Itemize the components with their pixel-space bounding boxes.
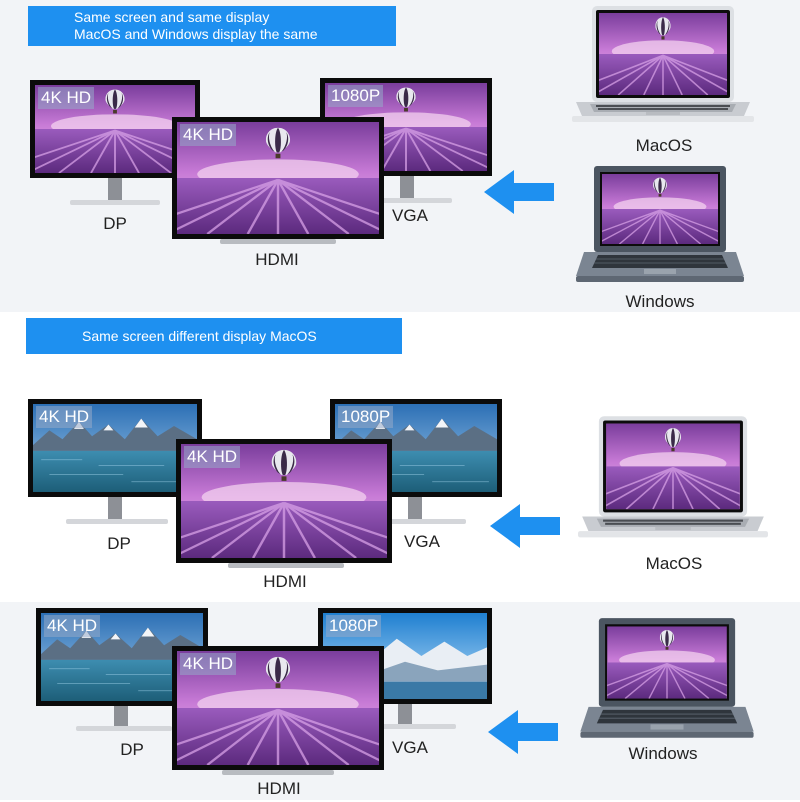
panel-same-display: Same screen and same display MacOS and W… xyxy=(0,0,800,312)
port-label-vga: VGA xyxy=(404,532,440,551)
port-label-hdmi: HDMI xyxy=(257,779,301,798)
arrow-left-icon xyxy=(490,504,560,548)
resolution-badge: 1080P xyxy=(328,85,384,107)
resolution-badge: 4K HD xyxy=(180,124,237,146)
macbook-icon xyxy=(572,4,754,132)
os-label-windows: Windows xyxy=(625,292,695,311)
hdmi-monitor: 4K HD HDMI xyxy=(176,439,392,599)
os-label-macos: MacOS xyxy=(635,136,693,155)
os-label-macos: MacOS xyxy=(645,554,703,573)
monitor-screen: 4K HD xyxy=(176,439,392,563)
panel-windows-different-display: 4K HD DP 1080P VGA 4K HD HDMI Windows xyxy=(0,602,800,800)
resolution-badge: 4K HD xyxy=(184,446,241,468)
port-label-dp: DP xyxy=(107,534,131,553)
monitor-stand-base xyxy=(70,200,160,205)
macbook-laptop: MacOS xyxy=(578,414,768,584)
monitor-stand-base xyxy=(66,519,168,524)
macbook-laptop: MacOS xyxy=(572,4,754,160)
monitor-stand-base xyxy=(220,239,336,244)
banner: Same screen and same display MacOS and W… xyxy=(28,6,396,46)
banner: Same screen different display MacOS xyxy=(26,318,402,354)
windows-laptop-icon xyxy=(576,164,744,288)
banner-line-1: Same screen and same display xyxy=(74,9,270,25)
hdmi-monitor: 4K HD HDMI xyxy=(172,646,384,802)
resolution-badge: 4K HD xyxy=(38,87,95,109)
monitor-stand-neck xyxy=(400,176,414,200)
windows-laptop-icon xyxy=(578,616,756,744)
monitor-stand-base xyxy=(76,726,172,731)
macbook-icon xyxy=(578,414,768,548)
arrow-left-icon xyxy=(488,710,558,754)
monitor-stand-neck xyxy=(108,178,122,202)
port-label-dp: DP xyxy=(120,740,144,759)
banner-line-2: MacOS and Windows display the same xyxy=(74,26,318,42)
resolution-badge: 4K HD xyxy=(36,406,93,428)
dp-monitor: 4K HD DP xyxy=(30,80,200,240)
resolution-badge: 1080P xyxy=(338,406,394,428)
os-label-windows: Windows xyxy=(628,744,698,763)
monitor-stand-base xyxy=(222,770,334,775)
monitor-stand-base xyxy=(228,563,344,568)
windows-laptop: Windows xyxy=(576,164,744,314)
monitor-screen: 4K HD xyxy=(30,80,200,178)
resolution-badge: 4K HD xyxy=(44,615,101,637)
monitor-stand-neck xyxy=(408,497,422,521)
panel-different-display: Same screen different display MacOS 4K H… xyxy=(0,312,800,602)
port-label-dp: DP xyxy=(103,214,127,233)
port-label-vga: VGA xyxy=(392,738,428,757)
monitor-stand-base xyxy=(370,519,466,524)
monitor-stand-neck xyxy=(398,704,412,726)
monitor-stand-neck xyxy=(108,497,122,521)
windows-laptop: Windows xyxy=(578,616,756,786)
resolution-badge: 4K HD xyxy=(180,653,237,675)
arrow-left-icon xyxy=(484,170,554,214)
monitor-stand-neck xyxy=(114,706,128,728)
hdmi-monitor: 4K HD HDMI xyxy=(172,117,384,277)
port-label-hdmi: HDMI xyxy=(263,572,307,591)
monitor-screen: 4K HD xyxy=(172,117,384,239)
banner-line-1: Same screen different display MacOS xyxy=(82,328,317,344)
monitor-stand-base xyxy=(362,198,452,203)
port-label-vga: VGA xyxy=(392,206,428,225)
port-label-hdmi: HDMI xyxy=(255,250,299,269)
monitor-screen: 4K HD xyxy=(172,646,384,770)
resolution-badge: 1080P xyxy=(326,615,382,637)
monitor-stand-base xyxy=(360,724,456,729)
